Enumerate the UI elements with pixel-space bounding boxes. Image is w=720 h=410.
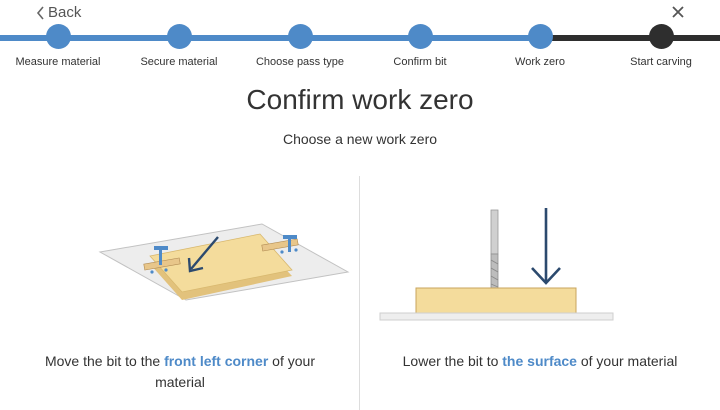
caption-text: Lower the bit to [402, 353, 503, 369]
step-label: Secure material [140, 56, 218, 68]
step-secure-material[interactable]: Secure material [119, 24, 239, 68]
option-the-surface[interactable]: Lower the bit to the surface of your mat… [360, 176, 719, 410]
back-button[interactable]: Back [36, 4, 81, 21]
caption-highlight: the surface [502, 353, 577, 369]
step-start-carving[interactable]: Start carving [601, 24, 720, 68]
stepper-track-complete [0, 35, 549, 41]
step-choose-pass-type[interactable]: Choose pass type [240, 24, 360, 68]
caption-text: of your material [576, 353, 678, 369]
front-left-corner-illustration [98, 223, 350, 301]
page-title: Confirm work zero [246, 84, 474, 115]
chevron-left-icon [36, 5, 44, 20]
option-caption: Lower the bit to the surface of your mat… [390, 351, 690, 372]
step-dot [527, 24, 553, 49]
back-label: Back [48, 4, 82, 21]
step-label: Confirm bit [393, 56, 447, 68]
option-caption: Move the bit to the front left corner of… [30, 351, 330, 393]
step-label: Work zero [515, 56, 565, 68]
step-dot [287, 24, 313, 49]
step-label: Choose pass type [255, 56, 345, 68]
step-confirm-bit[interactable]: Confirm bit [360, 24, 480, 68]
surface-illustration [379, 208, 614, 321]
progress-stepper: Measure material Secure material Choose … [0, 24, 720, 72]
caption-highlight: front left corner [164, 353, 269, 369]
page-subtitle: Choose a new work zero [282, 131, 438, 147]
option-divider [359, 176, 360, 410]
step-label: Measure material [15, 56, 101, 68]
caption-text: Move the bit to the [44, 353, 165, 369]
step-measure-material[interactable]: Measure material [0, 24, 118, 68]
option-front-left-corner[interactable]: Move the bit to the front left corner of… [0, 176, 359, 410]
close-button[interactable] [670, 4, 686, 25]
close-icon [672, 6, 684, 18]
step-dot [166, 24, 192, 49]
stepper-track-remaining [549, 35, 720, 41]
step-dot [407, 24, 433, 49]
step-work-zero[interactable]: Work zero [480, 24, 600, 68]
step-label: Start carving [630, 56, 692, 68]
step-dot [648, 24, 674, 49]
caption-text: of your material [155, 353, 315, 390]
step-dot [45, 24, 71, 49]
